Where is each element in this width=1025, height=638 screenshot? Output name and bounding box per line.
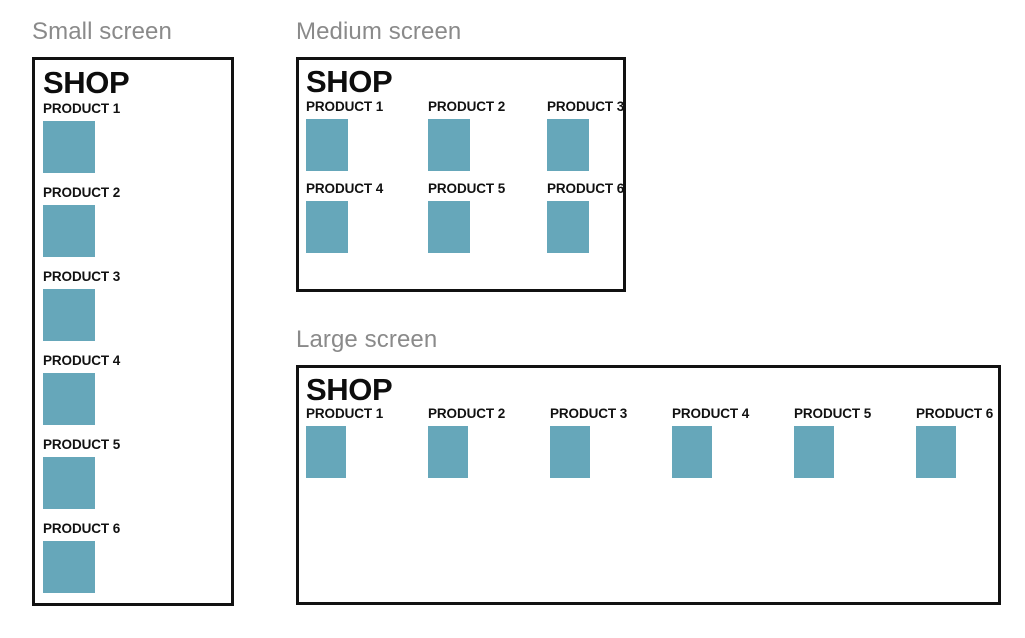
- product-card[interactable]: PRODUCT 3: [547, 100, 624, 171]
- product-label: PRODUCT 2: [428, 99, 506, 114]
- product-label: PRODUCT 2: [428, 406, 506, 421]
- product-label: PRODUCT 1: [43, 101, 121, 116]
- product-label: PRODUCT 6: [547, 181, 625, 196]
- product-label: PRODUCT 2: [43, 185, 121, 200]
- product-image-placeholder: [916, 425, 956, 478]
- product-card[interactable]: PRODUCT 5: [43, 438, 120, 509]
- product-image-placeholder: [672, 425, 712, 478]
- product-card[interactable]: PRODUCT 4: [43, 354, 120, 425]
- section-caption-small: Small screen: [32, 18, 172, 45]
- product-card[interactable]: PRODUCT 6: [43, 522, 120, 593]
- product-card[interactable]: PRODUCT 3: [550, 407, 627, 478]
- product-label: PRODUCT 5: [43, 437, 121, 452]
- product-label: PRODUCT 3: [43, 269, 121, 284]
- product-image-placeholder: [43, 456, 95, 509]
- product-image-placeholder: [794, 425, 834, 478]
- product-image-placeholder: [428, 118, 470, 171]
- section-caption-large: Large screen: [296, 326, 438, 353]
- product-card[interactable]: PRODUCT 1: [306, 407, 383, 478]
- product-card[interactable]: PRODUCT 4: [306, 182, 383, 253]
- screen-frame-small: SHOP PRODUCT 1 PRODUCT 2 PRODUCT 3 PRODU…: [32, 57, 234, 606]
- product-card[interactable]: PRODUCT 1: [43, 102, 120, 173]
- product-card[interactable]: PRODUCT 2: [428, 407, 505, 478]
- product-image-placeholder: [43, 120, 95, 173]
- product-image-placeholder: [43, 372, 95, 425]
- product-image-placeholder: [547, 200, 589, 253]
- product-card[interactable]: PRODUCT 1: [306, 100, 383, 171]
- product-card[interactable]: PRODUCT 2: [428, 100, 505, 171]
- screen-frame-medium: SHOP PRODUCT 1 PRODUCT 2 PRODUCT 3 PRODU…: [296, 57, 626, 292]
- shop-title-large: SHOP: [306, 372, 393, 407]
- product-image-placeholder: [550, 425, 590, 478]
- product-label: PRODUCT 1: [306, 406, 384, 421]
- product-label: PRODUCT 6: [916, 406, 994, 421]
- product-card[interactable]: PRODUCT 3: [43, 270, 120, 341]
- product-card[interactable]: PRODUCT 2: [43, 186, 120, 257]
- shop-title-medium: SHOP: [306, 64, 393, 99]
- product-image-placeholder: [428, 425, 468, 478]
- product-label: PRODUCT 5: [794, 406, 872, 421]
- product-label: PRODUCT 4: [43, 353, 121, 368]
- product-card[interactable]: PRODUCT 5: [794, 407, 871, 478]
- product-image-placeholder: [306, 200, 348, 253]
- product-label: PRODUCT 4: [672, 406, 750, 421]
- product-image-placeholder: [306, 425, 346, 478]
- product-card[interactable]: PRODUCT 4: [672, 407, 749, 478]
- product-label: PRODUCT 6: [43, 521, 121, 536]
- screen-frame-large: SHOP PRODUCT 1 PRODUCT 2 PRODUCT 3 PRODU…: [296, 365, 1001, 605]
- product-image-placeholder: [547, 118, 589, 171]
- shop-title-small: SHOP: [43, 65, 130, 100]
- product-image-placeholder: [43, 288, 95, 341]
- product-label: PRODUCT 3: [550, 406, 628, 421]
- product-label: PRODUCT 5: [428, 181, 506, 196]
- product-image-placeholder: [306, 118, 348, 171]
- product-card[interactable]: PRODUCT 6: [547, 182, 624, 253]
- product-card[interactable]: PRODUCT 6: [916, 407, 993, 478]
- product-card[interactable]: PRODUCT 5: [428, 182, 505, 253]
- product-image-placeholder: [43, 540, 95, 593]
- product-label: PRODUCT 4: [306, 181, 384, 196]
- section-caption-medium: Medium screen: [296, 18, 462, 45]
- product-image-placeholder: [428, 200, 470, 253]
- product-label: PRODUCT 1: [306, 99, 384, 114]
- product-label: PRODUCT 3: [547, 99, 625, 114]
- product-image-placeholder: [43, 204, 95, 257]
